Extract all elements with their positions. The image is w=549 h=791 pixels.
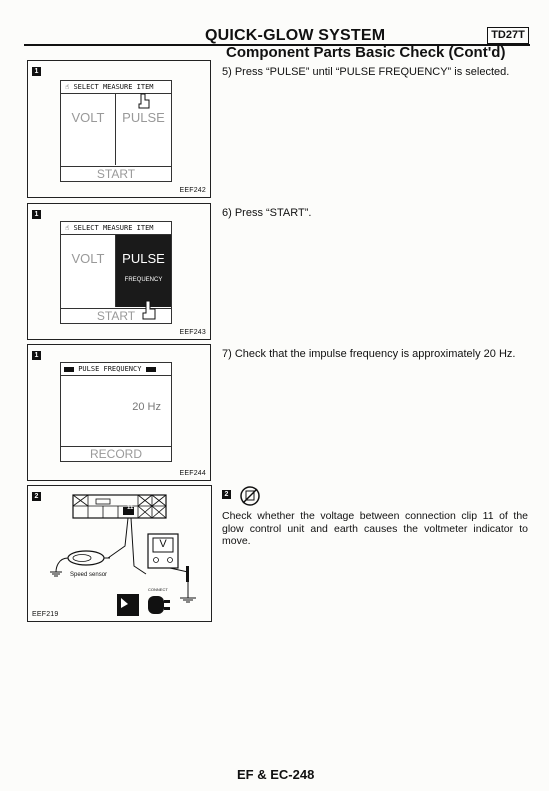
figure-label: EEF243 [179, 329, 206, 336]
wiring-diagram [50, 494, 196, 616]
volt-button[interactable]: VOLT [61, 235, 116, 307]
step-8-badge: 2 [222, 490, 231, 499]
title-bar-block-left [64, 366, 74, 372]
speed-sensor-label: Speed sensor [70, 572, 108, 578]
volt-button[interactable]: VOLT [61, 94, 116, 165]
connector-icon [72, 494, 167, 519]
start-button[interactable]: START [61, 166, 171, 182]
no-disconnect-icon [240, 486, 260, 506]
tester-screen: ☝ SELECT MEASURE ITEM VOLT PULSE FREQUEN… [60, 221, 172, 324]
figure-eef243: 1 ☝ SELECT MEASURE ITEM VOLT PULSE FREQU… [27, 203, 211, 340]
figure-label: EEF244 [179, 470, 206, 477]
pulse-button-selected[interactable]: PULSE FREQUENCY [116, 235, 171, 307]
screen-title: SELECT MEASURE ITEM [73, 83, 154, 91]
clip-number: 11 [127, 505, 134, 511]
record-button[interactable]: RECORD [61, 446, 171, 462]
start-button[interactable]: START [61, 308, 171, 324]
hand-pointer-icon: ☝ [65, 83, 70, 91]
figure-label: EEF242 [179, 187, 206, 194]
figure-label: EEF219 [32, 611, 59, 618]
title-bar-block-right [145, 366, 156, 372]
step-8-text: Check whether the voltage between connec… [222, 510, 528, 547]
engine-code-box: TD27T [487, 27, 529, 44]
screen-title-bar: ☝ SELECT MEASURE ITEM [61, 81, 171, 94]
section-title: QUICK-GLOW SYSTEM [205, 27, 386, 44]
screen-title-bar: ☝ SELECT MEASURE ITEM [61, 222, 171, 235]
step-7-text: 7) Check that the impulse frequency is a… [222, 348, 516, 360]
step-5-text: 5) Press “PULSE” until “PULSE FREQUENCY”… [222, 66, 510, 78]
connect-label: CONNECT [148, 587, 168, 592]
hs-key-icon [117, 594, 139, 616]
finger-pointer-icon [142, 300, 156, 320]
pulse-button[interactable]: PULSE [122, 110, 165, 125]
page-subtitle: Component Parts Basic Check (Cont'd) [226, 44, 506, 61]
plug-icon [148, 596, 164, 614]
voltmeter-label: V [159, 538, 167, 550]
tester-screen: ☝ SELECT MEASURE ITEM VOLT PULSE START [60, 80, 172, 182]
figure-badge: 2 [32, 492, 41, 501]
figure-eef242: 1 ☝ SELECT MEASURE ITEM VOLT PULSE START… [27, 60, 211, 198]
hand-pointer-icon: ☝ [65, 224, 70, 232]
figure-badge: 1 [32, 351, 41, 360]
pulse-label: PULSE [122, 251, 165, 266]
header-rule [24, 44, 530, 46]
figure-eef219: 2 [27, 485, 212, 622]
tester-screen: PULSE FREQUENCY 20 Hz RECORD [60, 362, 172, 462]
frequency-label: FREQUENCY [124, 277, 163, 283]
figure-eef244: 1 PULSE FREQUENCY 20 Hz RECORD EEF244 [27, 344, 211, 481]
frequency-reading: 20 Hz [132, 401, 161, 413]
figure-badge: 1 [32, 67, 41, 76]
step-6-text: 6) Press “START”. [222, 207, 312, 219]
figure-badge: 1 [32, 210, 41, 219]
screen-title: SELECT MEASURE ITEM [73, 224, 154, 232]
page-number: EF & EC-248 [237, 767, 315, 782]
finger-pointer-icon [138, 93, 150, 109]
screen-title-bar: PULSE FREQUENCY [61, 363, 171, 376]
screen-title: PULSE FREQUENCY [78, 365, 142, 373]
